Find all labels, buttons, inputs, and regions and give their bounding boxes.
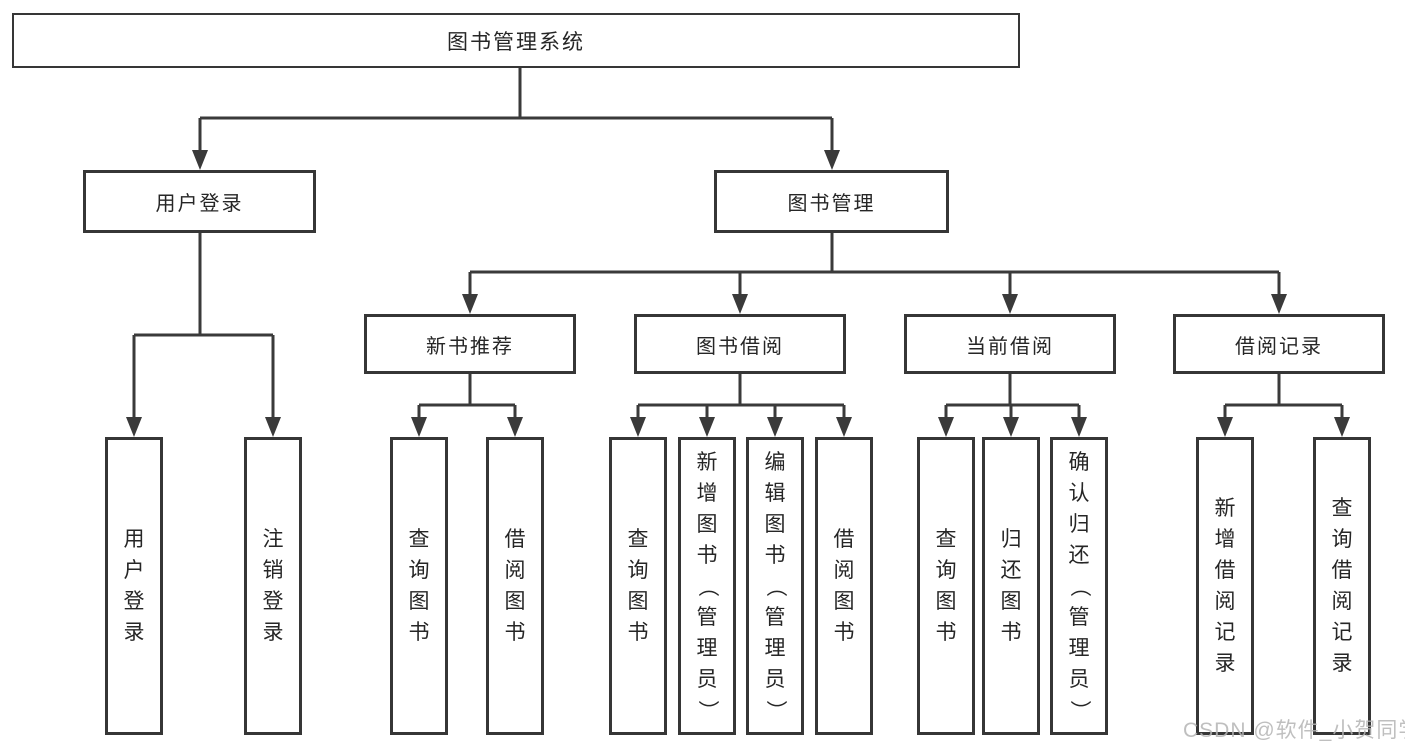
node-label: 归还图书 bbox=[1000, 528, 1022, 644]
node-book-borrow: 图书借阅 bbox=[634, 314, 846, 374]
node-label: 查询借阅记录 bbox=[1331, 497, 1353, 675]
leaf-borrow-book: 借阅图书 bbox=[486, 437, 544, 735]
node-label: 注销登录 bbox=[262, 528, 284, 644]
csdn-watermark: CSDN @软件_小贺同学 bbox=[1183, 719, 1405, 742]
node-new-book-recommend: 新书推荐 bbox=[364, 314, 576, 374]
leaf-borrow-book: 借阅图书 bbox=[815, 437, 873, 735]
node-label: 查询图书 bbox=[935, 528, 957, 644]
leaf-return-book: 归还图书 bbox=[982, 437, 1040, 735]
node-label: 借阅图书 bbox=[504, 528, 526, 644]
leaf-add-book-admin: 新增图书（管理员） bbox=[678, 437, 736, 735]
leaf-edit-book-admin: 编辑图书（管理员） bbox=[746, 437, 804, 735]
node-label: 图书借阅 bbox=[696, 335, 784, 358]
leaf-query-borrow-record: 查询借阅记录 bbox=[1313, 437, 1371, 735]
node-label: 查询图书 bbox=[627, 528, 649, 644]
node-label: 查询图书 bbox=[408, 528, 430, 644]
node-label: 新增借阅记录 bbox=[1214, 497, 1236, 675]
node-label: 新增图书（管理员） bbox=[695, 450, 719, 721]
node-label: 新书推荐 bbox=[426, 335, 514, 358]
leaf-query-books: 查询图书 bbox=[917, 437, 975, 735]
node-label: 用户登录 bbox=[155, 193, 244, 215]
node-label: 借阅记录 bbox=[1235, 335, 1323, 358]
node-label: 图书管理 bbox=[787, 193, 876, 215]
leaf-add-borrow-record: 新增借阅记录 bbox=[1196, 437, 1254, 735]
node-label: 图书管理系统 bbox=[447, 30, 585, 54]
leaf-confirm-return-admin: 确认归还（管理员） bbox=[1050, 437, 1108, 735]
node-label: 当前借阅 bbox=[966, 335, 1054, 358]
leaf-user-login: 用户登录 bbox=[105, 437, 163, 735]
leaf-query-books: 查询图书 bbox=[390, 437, 448, 735]
connector-stems bbox=[132, 68, 1344, 419]
node-label: 确认归还（管理员） bbox=[1067, 450, 1091, 721]
node-label: 编辑图书（管理员） bbox=[763, 450, 787, 721]
node-label: 用户登录 bbox=[123, 528, 145, 644]
node-book-management: 图书管理 bbox=[714, 170, 949, 233]
node-current-borrow: 当前借阅 bbox=[904, 314, 1116, 374]
leaf-logout: 注销登录 bbox=[244, 437, 302, 735]
node-borrow-records: 借阅记录 bbox=[1173, 314, 1385, 374]
node-label: 借阅图书 bbox=[833, 528, 855, 644]
leaf-query-books: 查询图书 bbox=[609, 437, 667, 735]
connector-arrowheads bbox=[126, 150, 1350, 437]
node-user-login: 用户登录 bbox=[83, 170, 316, 233]
node-library-management-system: 图书管理系统 bbox=[12, 13, 1020, 68]
